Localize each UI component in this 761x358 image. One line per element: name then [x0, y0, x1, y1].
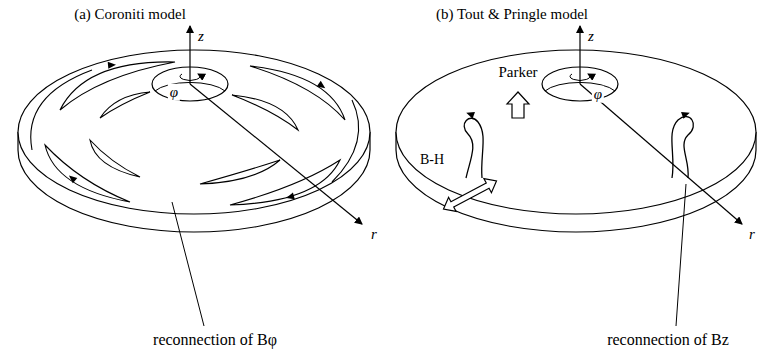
leader-line: [676, 184, 686, 326]
callout-label: reconnection of Bz: [605, 331, 731, 349]
r-axis: [190, 84, 362, 224]
bh-double-arrow: [440, 174, 500, 216]
panel-title: (a) Coroniti model: [72, 6, 188, 23]
field-island: [250, 66, 345, 120]
field-island: [100, 92, 150, 118]
parker-arrow: [507, 92, 529, 118]
field-arrow: [285, 193, 295, 202]
field-arrow: [465, 109, 475, 118]
r-axis: [580, 84, 742, 224]
field-arrow: [317, 81, 328, 91]
axis-label: z: [586, 28, 596, 45]
flux-loop: [464, 118, 483, 178]
z-axis: [579, 26, 580, 84]
field-line: [31, 70, 92, 150]
field-island: [200, 160, 280, 184]
field-line: [332, 100, 359, 182]
axis-label: φ: [592, 86, 604, 103]
field-island: [232, 95, 298, 130]
field-island: [45, 145, 130, 202]
phi-arrow: [180, 74, 200, 80]
z-axis: [189, 26, 190, 84]
instability-label: B-H: [418, 152, 446, 167]
phi-arrow: [570, 74, 590, 80]
axis-label: r: [369, 226, 379, 243]
axis-label: φ: [168, 84, 180, 101]
leader-line: [172, 202, 204, 326]
field-arrow: [681, 109, 691, 118]
disk-surface: [18, 50, 370, 214]
instability-label: Parker: [496, 64, 539, 81]
axis-label: r: [747, 226, 757, 243]
callout-label: reconnection of Bφ: [151, 331, 279, 349]
spiral-field-lines: [31, 62, 359, 205]
panel-title: (b) Tout & Pringle model: [434, 6, 590, 23]
field-arrow: [108, 61, 117, 69]
field-arrow: [67, 173, 78, 184]
flux-loop: [672, 117, 694, 178]
field-island: [230, 160, 340, 205]
axis-label: z: [196, 28, 206, 45]
field-island: [90, 140, 140, 177]
